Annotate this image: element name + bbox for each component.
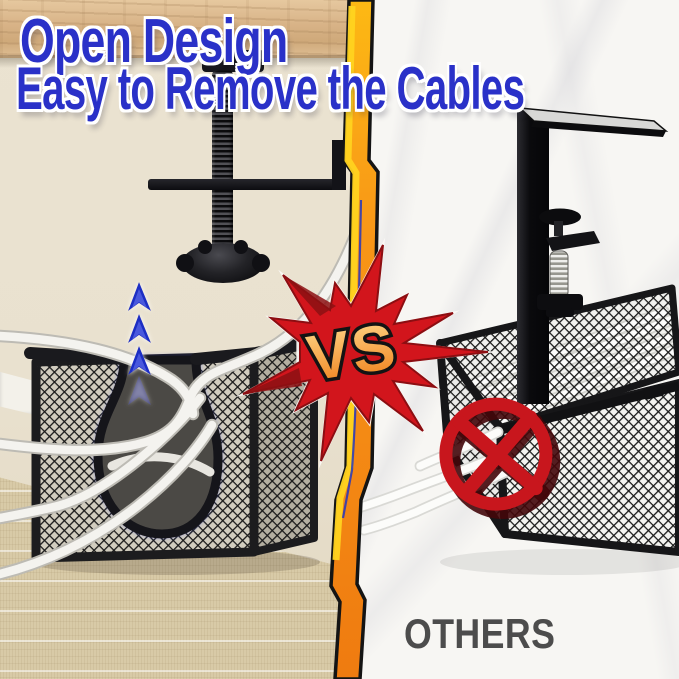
clamp-top-plate [202, 50, 264, 72]
vs-label: VS [302, 309, 402, 394]
clamp-screw-knob [537, 294, 583, 310]
clamp-threaded-rod [212, 70, 233, 250]
desk-shadow [0, 58, 352, 68]
others-clamp [517, 107, 669, 404]
clamp-bracket-arm [148, 179, 344, 190]
basket-side-face [250, 340, 318, 556]
cable-inside-slot [107, 452, 215, 477]
headline-line1: Open Design [20, 7, 288, 76]
clamp-top-arm-edge [531, 121, 666, 137]
clamp-plate [546, 231, 600, 251]
clamp-screw-tip [546, 308, 574, 317]
clamp-knob-lobe [176, 254, 194, 272]
vs-burst-icon: VS [235, 237, 498, 469]
basket-shadow [440, 549, 679, 575]
rail-hook [643, 384, 664, 400]
headline-line2: Easy to Remove the Cables [16, 55, 525, 122]
clamp-spring [549, 250, 569, 299]
clamp-pad [539, 208, 581, 226]
basket-top-face [436, 284, 679, 432]
clamp-knob-lobe [234, 240, 248, 254]
clamp-bracket-post [332, 140, 346, 190]
no-cross-icon [439, 397, 561, 519]
up-arrows-icon [128, 282, 151, 405]
white-cables-left [0, 229, 362, 581]
desk-underside [0, 0, 352, 58]
clamp-knob [182, 243, 264, 283]
clamp-stem [554, 221, 563, 236]
clamp-knob-lobe [198, 240, 212, 254]
clamp-knob-lobe [252, 254, 270, 272]
clamp-vertical-bar [517, 110, 549, 404]
others-label: OTHERS [404, 610, 556, 657]
